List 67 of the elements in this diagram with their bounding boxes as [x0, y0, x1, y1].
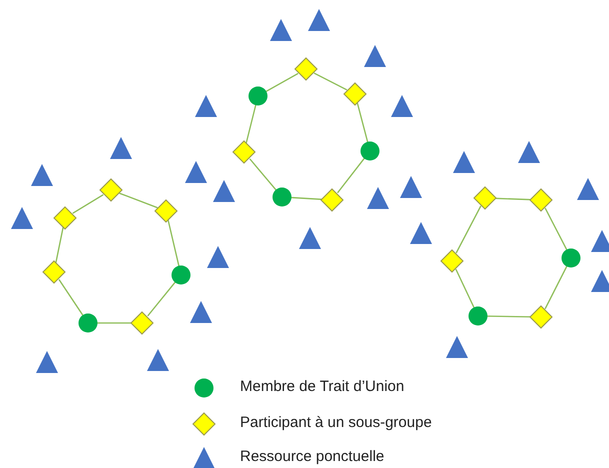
resource-triangle — [213, 180, 235, 202]
participant-diamond — [99, 178, 123, 202]
participant-diamond — [529, 305, 553, 329]
connector-line — [167, 220, 180, 268]
participant-diamond — [294, 57, 318, 81]
resource-triangle — [577, 178, 599, 200]
participant-diamond — [154, 199, 178, 223]
resource-triangle — [11, 207, 33, 229]
participant-diamond — [473, 186, 497, 210]
connector-line — [96, 322, 133, 324]
connector-line — [314, 72, 348, 90]
resource-triangle — [36, 351, 58, 373]
resource-triangle — [446, 336, 468, 358]
legend-label: Membre de Trait d’Union — [240, 378, 404, 396]
resource-triangle — [147, 349, 169, 371]
connector-line — [55, 226, 64, 264]
resource-triangle — [400, 176, 422, 198]
resource-triangle — [308, 9, 330, 31]
member-circle — [561, 248, 581, 268]
resource-triangle — [31, 164, 53, 186]
resource-triangle — [190, 301, 212, 323]
connector-line — [72, 194, 104, 214]
member-circle — [360, 141, 380, 161]
resource-triangle — [453, 151, 475, 173]
connector-line — [544, 264, 568, 310]
resource-triangle — [185, 161, 207, 183]
resource-triangle — [270, 19, 292, 41]
resource-triangle — [591, 270, 609, 292]
participant-diamond — [53, 206, 77, 230]
connector-line — [58, 279, 84, 318]
participant-diamond — [232, 140, 256, 164]
resource-triangle — [299, 227, 321, 249]
participant-diamond — [440, 249, 464, 273]
member-circle — [248, 86, 268, 106]
connector-line — [544, 208, 568, 252]
connector-line — [249, 158, 278, 192]
connector-line — [264, 72, 298, 93]
resource-triangle — [518, 141, 540, 163]
connector-line — [337, 156, 366, 194]
member-circle — [272, 187, 292, 207]
resource-triangle — [410, 222, 432, 244]
connector-line — [119, 192, 158, 208]
resource-triangle — [591, 230, 609, 252]
resource-triangle — [110, 137, 132, 159]
resource-triangle — [207, 246, 229, 268]
connector-line — [486, 315, 532, 318]
member-circle — [171, 265, 191, 285]
resource-triangle — [195, 95, 217, 117]
member-circle — [78, 313, 98, 333]
connector-line — [147, 280, 177, 316]
participant-diamond — [320, 188, 344, 212]
resource-triangle — [367, 187, 389, 209]
connector-line — [456, 206, 482, 254]
legend-label: Ressource ponctuelle — [240, 448, 384, 466]
connector-line — [455, 268, 476, 310]
resource-triangle — [391, 95, 413, 117]
participant-diamond — [343, 82, 367, 106]
connector-line — [246, 103, 257, 144]
participant-diamond — [130, 311, 154, 335]
connector-line — [289, 196, 324, 200]
legend-label: Participant à un sous-groupe — [240, 414, 432, 432]
participant-diamond — [529, 188, 553, 212]
participant-diamond — [42, 260, 66, 284]
connector-line — [356, 102, 369, 144]
resource-triangle — [364, 45, 386, 67]
connector-line — [494, 198, 532, 200]
member-circle — [468, 306, 488, 326]
